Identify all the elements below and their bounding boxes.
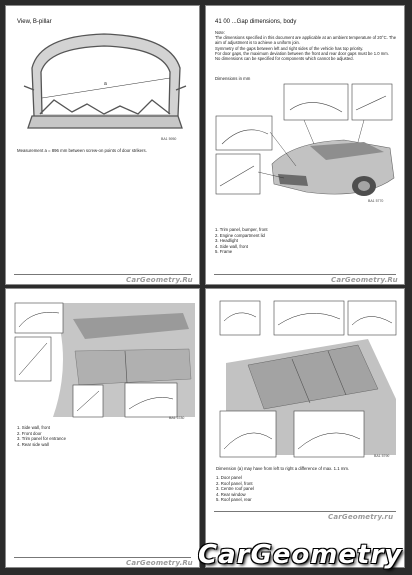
list-item: 4. Rear window bbox=[216, 491, 246, 497]
svg-text:a: a bbox=[104, 81, 107, 87]
list-item: 1. Door panel bbox=[216, 475, 242, 480]
figure-ref: BA1 5780 bbox=[169, 416, 185, 420]
parts-list: 1. Door panel 2. Roof panel, front 3. Ce… bbox=[216, 475, 254, 503]
list-item: 2. Front door bbox=[17, 430, 42, 436]
list-item: 3. Centre roof panel bbox=[216, 486, 254, 492]
list-item: 1. Trim panel, bumper, front bbox=[215, 227, 268, 232]
car-front-figure bbox=[215, 83, 395, 196]
note-label: Note: bbox=[215, 30, 226, 35]
list-item: 4. Rear side wall bbox=[17, 441, 49, 447]
list-item: 5. Frame bbox=[215, 249, 233, 255]
note-text: No dimensions can be specified for compo… bbox=[215, 56, 354, 62]
car-side-figure bbox=[14, 302, 195, 418]
list-item: 5. Roof panel, rear bbox=[216, 497, 252, 503]
footer-rule bbox=[14, 557, 191, 558]
footer-rule bbox=[214, 511, 396, 512]
parts-list: 1. Side wall, front 2. Front door 3. Tri… bbox=[17, 425, 66, 447]
page-watermark: CarGeometry.ru bbox=[328, 513, 394, 521]
figure-caption: Measurement a = 896 mm between screw-on … bbox=[17, 148, 147, 153]
note-text: For door gaps, the maximum deviation bet… bbox=[215, 50, 389, 56]
list-item: 4. Side wall, front bbox=[215, 243, 248, 249]
note-text: The dimensions specified in this documen… bbox=[215, 35, 397, 46]
footer-rule bbox=[214, 274, 396, 275]
page-watermark: CarGeometry.Ru bbox=[331, 276, 398, 284]
list-item: 2. Engine compartment lid bbox=[215, 232, 265, 238]
page-watermark: CarGeometry.Ru bbox=[126, 559, 193, 567]
page-side-doors: BA1 5780 1. Side wall, front 2. Front do… bbox=[5, 288, 200, 568]
footer-rule bbox=[14, 274, 191, 275]
figure-ref: BA1 5950 bbox=[161, 137, 177, 141]
parts-list: 1. Trim panel, bumper, front 2. Engine c… bbox=[215, 227, 268, 255]
car-roof-figure bbox=[219, 300, 397, 458]
b-pillar-figure: a bbox=[23, 33, 187, 129]
site-watermark-logo: CarGeometry bbox=[198, 540, 403, 570]
page-watermark: CarGeometry.Ru bbox=[126, 276, 193, 284]
note-text: Symmetry of the gaps between left and ri… bbox=[215, 45, 364, 51]
page-roof: BA1 5790 Dimension (a) may have from lef… bbox=[205, 288, 405, 568]
page-b-pillar: View, B-pillar a BA1 5950 Measurement a … bbox=[5, 5, 200, 285]
figure-ref: BA1 5790 bbox=[374, 454, 390, 458]
page-title: 41 00 ...Gap dimensions, body bbox=[215, 19, 297, 25]
page-gap-dimensions: 41 00 ...Gap dimensions, body Note: The … bbox=[205, 5, 405, 285]
list-item: 1. Side wall, front bbox=[17, 425, 50, 430]
figure-ref: BA1 5770 bbox=[368, 199, 384, 203]
list-item: 2. Roof panel, front bbox=[216, 480, 253, 486]
list-item: 3. Headlight bbox=[215, 238, 238, 244]
dimensions-label: Dimensions in mm bbox=[215, 76, 251, 81]
note-block: Note: The dimensions specified in this d… bbox=[215, 30, 397, 61]
list-item: 3. Trim panel for entrance bbox=[17, 436, 66, 442]
page-title: View, B-pillar bbox=[17, 19, 52, 25]
figure-caption: Dimension (a) may have from left to righ… bbox=[216, 466, 350, 471]
